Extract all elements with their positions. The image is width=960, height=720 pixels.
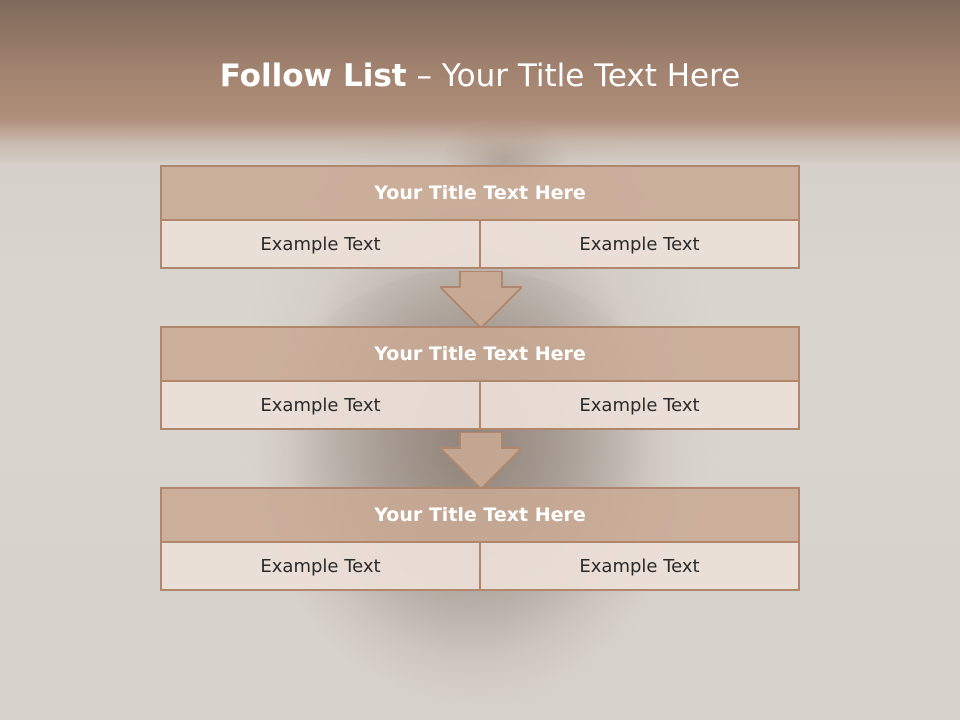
step-cell-left: Example Text [160,221,480,269]
step-cell-right: Example Text [480,221,800,269]
step-title: Your Title Text Here [160,165,800,221]
step-block-2: Your Title Text Here Example Text Exampl… [160,326,800,430]
step-cell-left: Example Text [160,543,480,591]
header-band [0,0,960,165]
down-arrow-icon [440,271,522,329]
step-title: Your Title Text Here [160,487,800,543]
slide-title-bold: Follow List [219,58,407,94]
step-cell-right: Example Text [480,543,800,591]
step-block-1: Your Title Text Here Example Text Exampl… [160,165,800,269]
slide-title-rest: – Your Title Text Here [406,58,741,94]
step-cell-right: Example Text [480,382,800,430]
step-title: Your Title Text Here [160,326,800,382]
step-cell-left: Example Text [160,382,480,430]
step-block-3: Your Title Text Here Example Text Exampl… [160,487,800,591]
step-row: Example Text Example Text [160,543,800,591]
step-row: Example Text Example Text [160,382,800,430]
slide-title: Follow List – Your Title Text Here [0,56,960,96]
step-row: Example Text Example Text [160,221,800,269]
down-arrow-icon [440,432,522,490]
